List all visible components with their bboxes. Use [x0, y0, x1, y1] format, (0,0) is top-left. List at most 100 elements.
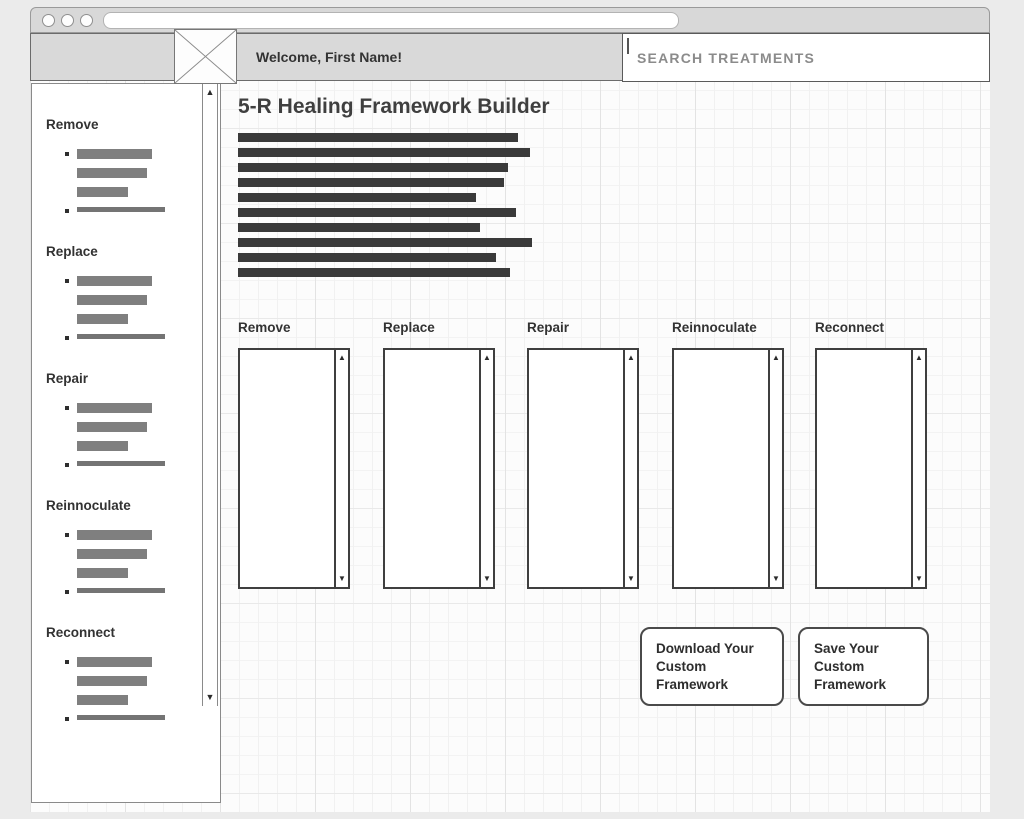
text-bar-placeholder — [77, 295, 147, 305]
paragraph-bar-placeholder — [238, 268, 510, 277]
browser-chrome — [30, 7, 990, 33]
remove-drop-list[interactable]: ▲▼ — [238, 348, 350, 589]
bullet-icon — [65, 533, 69, 537]
sidebar-list-item[interactable] — [65, 530, 204, 540]
text-bar-placeholder — [77, 168, 147, 178]
text-bar-placeholder — [77, 568, 128, 578]
scroll-up-icon[interactable]: ▲ — [205, 87, 215, 97]
text-cursor — [627, 38, 629, 54]
sidebar-heading-reinnoculate: Reinnoculate — [46, 498, 131, 513]
repair-drop-list[interactable]: ▲▼ — [527, 348, 639, 589]
bullet-icon — [65, 717, 69, 721]
reconnect-drop-list[interactable]: ▲▼ — [815, 348, 927, 589]
paragraph-bar-placeholder — [238, 208, 516, 217]
bullet-icon — [65, 279, 69, 283]
column-label-repair: Repair — [527, 320, 570, 335]
reinnoculate-drop-list[interactable]: ▲▼ — [672, 348, 784, 589]
scroll-down-icon[interactable]: ▼ — [627, 574, 635, 583]
sidebar-list-item[interactable] — [65, 441, 204, 451]
text-bar-placeholder — [77, 422, 147, 432]
sidebar-list-item[interactable] — [65, 714, 204, 721]
scroll-up-icon[interactable]: ▲ — [772, 353, 780, 362]
text-bar-placeholder — [77, 549, 147, 559]
sidebar-list-item[interactable] — [65, 587, 204, 594]
sidebar-section-repair: Repair — [46, 371, 204, 467]
scroll-down-icon[interactable]: ▼ — [915, 574, 923, 583]
list-scrollbar[interactable]: ▲▼ — [334, 350, 348, 587]
paragraph-bar-placeholder — [238, 178, 504, 187]
window-button-1[interactable] — [42, 13, 55, 27]
sidebar-list-item[interactable] — [65, 314, 204, 324]
link-bar-placeholder — [77, 461, 165, 466]
replace-drop-list[interactable]: ▲▼ — [383, 348, 495, 589]
scroll-down-icon[interactable]: ▼ — [205, 692, 215, 702]
bullet-icon — [65, 209, 69, 213]
sidebar-list-item[interactable] — [65, 149, 204, 159]
download-framework-button[interactable]: Download Your Custom Framework — [640, 627, 784, 706]
sidebar-list-item[interactable] — [65, 657, 204, 667]
sidebar-list-item[interactable] — [65, 460, 204, 467]
sidebar-heading-repair: Repair — [46, 371, 89, 386]
list-scrollbar[interactable]: ▲▼ — [623, 350, 637, 587]
text-bar-placeholder — [77, 149, 152, 159]
sidebar-list-item[interactable] — [65, 403, 204, 413]
bullet-icon — [65, 406, 69, 410]
window-controls — [42, 13, 93, 27]
sidebar-list-item[interactable] — [65, 333, 204, 340]
column-reconnect: Reconnect▲▼ — [815, 320, 927, 589]
column-remove: Remove▲▼ — [238, 320, 350, 589]
sidebar-list-item[interactable] — [65, 168, 204, 178]
text-bar-placeholder — [77, 314, 128, 324]
list-scrollbar[interactable]: ▲▼ — [768, 350, 782, 587]
link-bar-placeholder — [77, 588, 165, 593]
scroll-up-icon[interactable]: ▲ — [338, 353, 346, 362]
sidebar-list-item[interactable] — [65, 549, 204, 559]
sidebar-list-item[interactable] — [65, 422, 204, 432]
column-label-remove: Remove — [238, 320, 291, 335]
window-button-2[interactable] — [61, 13, 74, 27]
scroll-up-icon[interactable]: ▲ — [627, 353, 635, 362]
search-input[interactable]: SEARCH TREATMENTS — [622, 33, 990, 82]
url-bar[interactable] — [103, 11, 679, 29]
sidebar-list-item[interactable] — [65, 568, 204, 578]
scroll-down-icon[interactable]: ▼ — [772, 574, 780, 583]
sidebar-list-item[interactable] — [65, 695, 204, 705]
bullet-icon — [65, 152, 69, 156]
scroll-down-icon[interactable]: ▼ — [483, 574, 491, 583]
search-placeholder: SEARCH TREATMENTS — [637, 50, 816, 66]
page-title: 5-R Healing Framework Builder — [238, 95, 550, 118]
column-reinnoculate: Reinnoculate▲▼ — [672, 320, 784, 589]
paragraph-bar-placeholder — [238, 133, 518, 142]
sidebar-heading-reconnect: Reconnect — [46, 625, 116, 640]
column-replace: Replace▲▼ — [383, 320, 495, 589]
sidebar-list-item[interactable] — [65, 206, 204, 213]
sidebar-list-item[interactable] — [65, 295, 204, 305]
text-bar-placeholder — [77, 441, 128, 451]
window-button-3[interactable] — [80, 13, 93, 27]
sidebar-section-remove: Remove — [46, 117, 204, 213]
scroll-up-icon[interactable]: ▲ — [915, 353, 923, 362]
bullet-icon — [65, 590, 69, 594]
text-bar-placeholder — [77, 676, 147, 686]
list-scrollbar[interactable]: ▲▼ — [479, 350, 493, 587]
image-x-icon — [175, 30, 236, 83]
list-scrollbar[interactable]: ▲▼ — [911, 350, 925, 587]
scroll-down-icon[interactable]: ▼ — [338, 574, 346, 583]
sidebar-heading-replace: Replace — [46, 244, 98, 259]
sidebar-scrollbar[interactable]: ▲ ▼ — [202, 84, 218, 706]
text-bar-placeholder — [77, 403, 152, 413]
paragraph-bar-placeholder — [238, 148, 530, 157]
column-repair: Repair▲▼ — [527, 320, 639, 589]
paragraph-bar-placeholder — [238, 163, 508, 172]
save-framework-button[interactable]: Save Your Custom Framework — [798, 627, 929, 706]
sidebar-list-item[interactable] — [65, 676, 204, 686]
column-label-reinnoculate: Reinnoculate — [672, 320, 757, 335]
sidebar-list-item[interactable] — [65, 187, 204, 197]
link-bar-placeholder — [77, 334, 165, 339]
sidebar-section-reinnoculate: Reinnoculate — [46, 498, 204, 594]
sidebar-list-item[interactable] — [65, 276, 204, 286]
scroll-up-icon[interactable]: ▲ — [483, 353, 491, 362]
bullet-icon — [65, 660, 69, 664]
welcome-text: Welcome, First Name! — [256, 49, 403, 65]
